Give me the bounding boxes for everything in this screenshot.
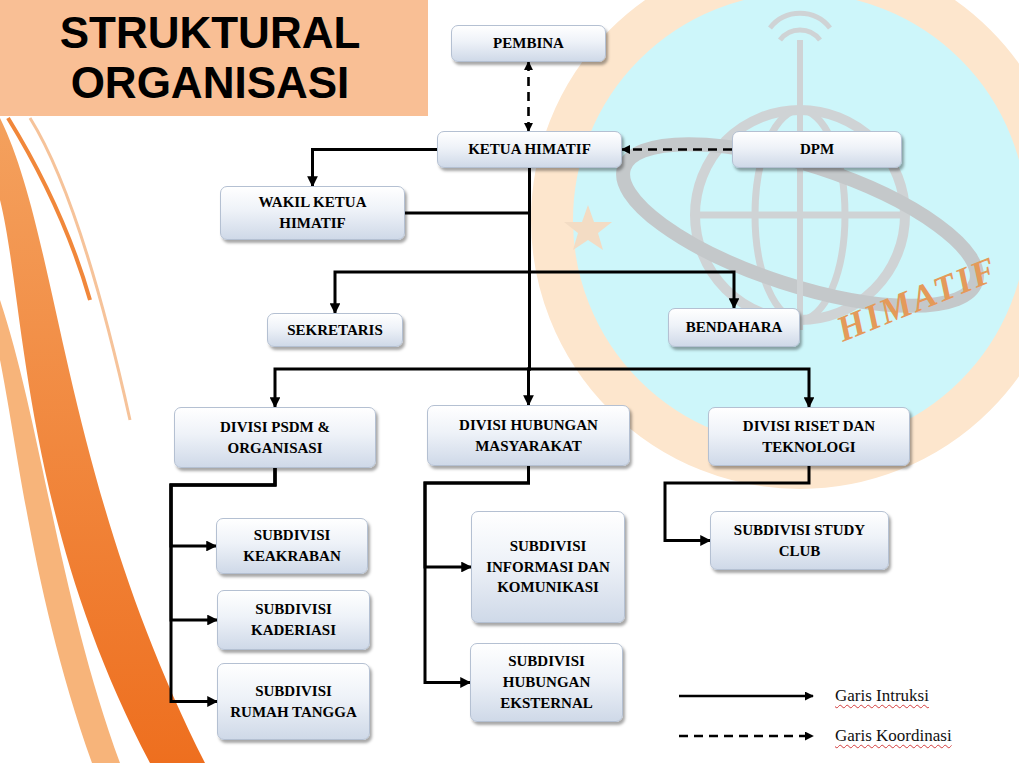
logo-signal: [770, 13, 830, 40]
instruction-line: [405, 168, 530, 213]
legend-sample: [677, 686, 827, 706]
org-box: SUBDIVISI INFORMASI DAN KOMUNIKASI: [471, 511, 625, 623]
box-label: SEKRETARIS: [287, 320, 383, 341]
box-label: SUBDIVISI KEAKRABAN: [225, 525, 359, 566]
box-label: KETUA HIMATIF: [468, 139, 591, 160]
swirl-line: [8, 118, 90, 300]
swirl-line: [30, 118, 130, 420]
legend-row: Garis Intruksi: [677, 686, 929, 706]
legend-text: Garis Koordinasi: [835, 726, 952, 746]
coordination-line: [622, 148, 732, 151]
legend-line: [679, 735, 813, 738]
box-label: DIVISI PSDM & ORGANISASI: [183, 417, 367, 458]
instruction-line: [530, 168, 735, 308]
box-label: WAKIL KETUA HIMATIF: [229, 192, 396, 233]
org-box: SEKRETARIS: [267, 313, 403, 347]
instruction-line: [313, 150, 438, 187]
org-box: SUBDIVISI HUBUNGAN EKSTERNAL: [470, 643, 623, 722]
box-label: BENDAHARA: [686, 317, 783, 338]
slide-title: STRUKTURAL ORGANISASI: [20, 8, 400, 108]
coordination-line: [527, 62, 530, 131]
org-box: PEMBINA: [451, 25, 606, 62]
logo-ring: [552, 0, 1019, 468]
box-label: SUBDIVISI HUBUNGAN EKSTERNAL: [479, 651, 614, 713]
org-box: KETUA HIMATIF: [437, 131, 622, 168]
logo-star: [564, 205, 612, 250]
legend-sample: [677, 726, 827, 746]
org-box: SUBDIVISI RUMAH TANGGA: [217, 663, 370, 740]
box-label: SUBDIVISI RUMAH TANGGA: [226, 681, 361, 722]
logo-antenna: [797, 40, 803, 330]
box-label: SUBDIVISI STUDY CLUB: [719, 520, 880, 561]
box-label: SUBDIVISI KADERIASI: [226, 599, 361, 640]
box-label: DPM: [800, 139, 834, 160]
legend-row: Garis Koordinasi: [677, 726, 952, 746]
instruction-line: [530, 168, 810, 407]
legend-text: Garis Intruksi: [835, 686, 929, 706]
org-box: SUBDIVISI STUDY CLUB: [710, 511, 889, 570]
box-label: SUBDIVISI INFORMASI DAN KOMUNIKASI: [480, 536, 616, 598]
org-box: DPM: [732, 131, 902, 168]
legend-line: [679, 695, 813, 698]
org-box: DIVISI RISET DAN TEKNOLOGI: [708, 407, 910, 466]
org-box: BENDAHARA: [668, 308, 800, 347]
org-box: DIVISI HUBUNGAN MASYARAKAT: [427, 405, 630, 466]
box-label: PEMBINA: [493, 33, 564, 54]
title-band: [0, 0, 428, 116]
org-box: DIVISI PSDM & ORGANISASI: [174, 407, 376, 468]
org-box: WAKIL KETUA HIMATIF: [220, 186, 405, 240]
box-label: DIVISI RISET DAN TEKNOLOGI: [717, 416, 901, 457]
swirl: [0, 300, 120, 763]
org-box: SUBDIVISI KADERIASI: [217, 590, 370, 650]
org-box: SUBDIVISI KEAKRABAN: [216, 518, 368, 574]
box-label: DIVISI HUBUNGAN MASYARAKAT: [436, 415, 621, 456]
